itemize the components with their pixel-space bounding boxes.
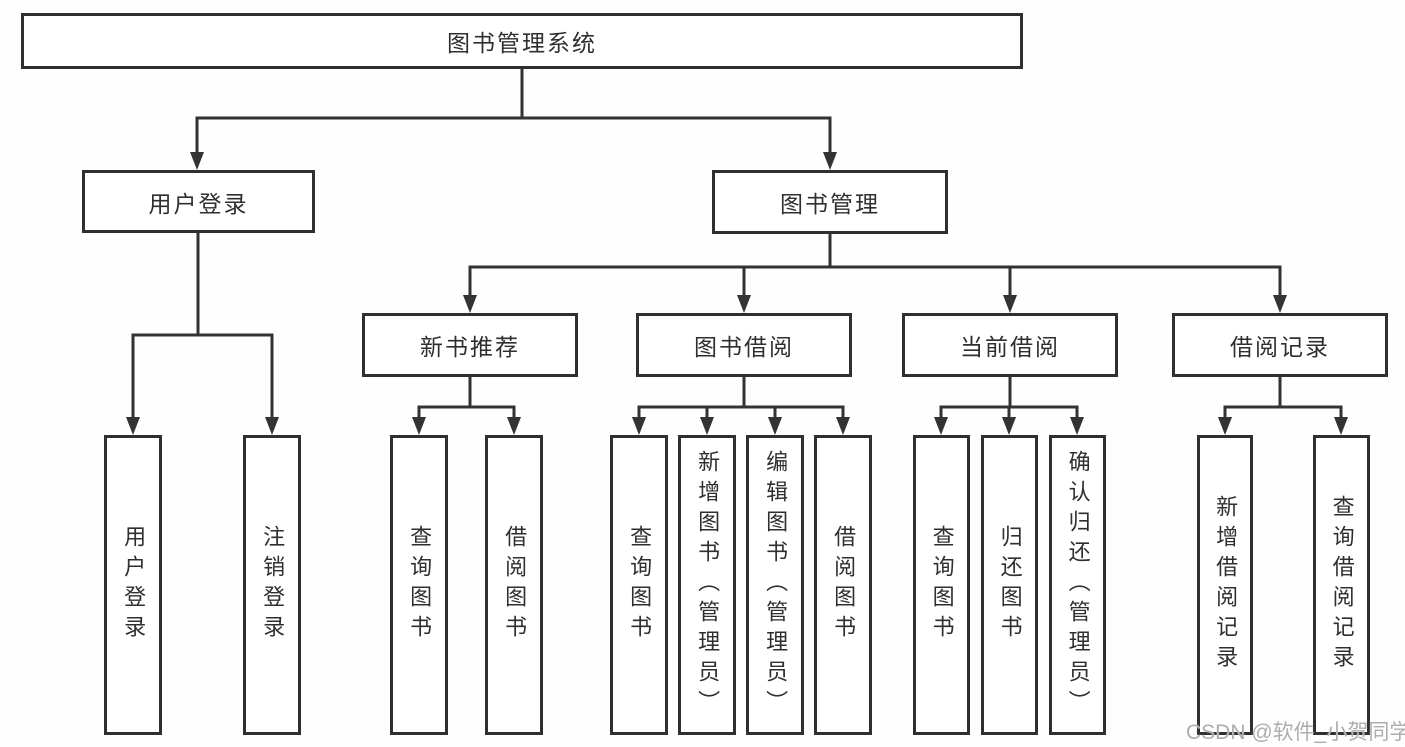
- node-leaf-return-books-label: 归还图书: [997, 525, 1023, 645]
- node-leaf-edit-books-label: 编辑图书（管理员）: [763, 450, 789, 720]
- node-leaf-add-books: 新增图书（管理员）: [678, 435, 736, 735]
- node-user-login: 用户登录: [82, 170, 315, 233]
- node-leaf-return-books: 归还图书: [981, 435, 1038, 735]
- arrowhead-confirm-return: [1070, 417, 1084, 435]
- arrowhead-borrow-books-rec: [507, 417, 521, 435]
- node-current-borrow-label: 当前借阅: [960, 334, 1060, 360]
- arrowhead-query-books-current: [934, 417, 948, 435]
- arrowhead-leaf-user-login: [126, 417, 140, 435]
- node-current-borrow: 当前借阅: [902, 313, 1118, 377]
- node-book-borrow-label: 图书借阅: [694, 334, 794, 360]
- arrowhead-book-borrow: [737, 295, 751, 313]
- arrowhead-edit-books: [768, 417, 782, 435]
- node-book-mgmt-label: 图书管理: [780, 191, 880, 217]
- node-root-label: 图书管理系统: [447, 30, 597, 56]
- arrowhead-borrow-books-borrow: [836, 417, 850, 435]
- edge-records-split: [1223, 405, 1343, 419]
- edge-borrow-split: [637, 405, 845, 419]
- arrowhead-current-borrow: [1003, 295, 1017, 313]
- arrowhead-add-books: [700, 417, 714, 435]
- node-leaf-borrow-books-rec: 借阅图书: [485, 435, 543, 735]
- node-book-mgmt: 图书管理: [712, 170, 948, 234]
- edge-root-split: [195, 116, 832, 153]
- node-leaf-query-books-rec: 查询图书: [390, 435, 448, 735]
- node-leaf-query-books-rec-label: 查询图书: [407, 525, 433, 645]
- node-leaf-logout-label: 注销登录: [260, 525, 286, 645]
- node-borrow-records-label: 借阅记录: [1230, 334, 1330, 360]
- node-root: 图书管理系统: [21, 13, 1023, 69]
- node-borrow-records: 借阅记录: [1172, 313, 1388, 377]
- node-new-book-rec-label: 新书推荐: [420, 334, 520, 360]
- arrowhead-query-books-borrow: [632, 417, 646, 435]
- watermark-text: CSDN @软件_小贺同学: [1186, 721, 1405, 744]
- arrowhead-add-record: [1218, 417, 1232, 435]
- node-leaf-query-books-current: 查询图书: [913, 435, 970, 735]
- arrowhead-new-book-rec: [463, 295, 477, 313]
- node-leaf-query-record: 查询借阅记录: [1313, 435, 1370, 735]
- arrowhead-book-mgmt: [823, 152, 837, 170]
- edge-mgmt-split: [468, 265, 1282, 296]
- edge-user-split: [131, 333, 274, 418]
- node-leaf-add-record: 新增借阅记录: [1197, 435, 1253, 735]
- node-leaf-query-books-borrow: 查询图书: [610, 435, 668, 735]
- node-leaf-borrow-books-rec-label: 借阅图书: [502, 525, 528, 645]
- node-leaf-borrow-books-borrow: 借阅图书: [814, 435, 872, 735]
- node-leaf-add-books-label: 新增图书（管理员）: [695, 450, 721, 720]
- node-leaf-query-record-label: 查询借阅记录: [1329, 495, 1355, 675]
- arrowhead-user-login: [190, 152, 204, 170]
- node-leaf-confirm-return: 确认归还（管理员）: [1049, 435, 1106, 735]
- node-leaf-query-books-borrow-label: 查询图书: [627, 525, 653, 645]
- node-new-book-rec: 新书推荐: [362, 313, 578, 377]
- arrowhead-borrow-records: [1273, 295, 1287, 313]
- node-leaf-user-login-label: 用户登录: [121, 525, 147, 645]
- arrowhead-leaf-logout: [265, 417, 279, 435]
- arrowhead-return-books: [1002, 417, 1016, 435]
- node-leaf-user-login: 用户登录: [104, 435, 162, 735]
- node-leaf-query-books-current-label: 查询图书: [929, 525, 955, 645]
- node-user-login-label: 用户登录: [148, 190, 249, 217]
- edge-rec-split: [417, 405, 516, 419]
- node-leaf-logout: 注销登录: [243, 435, 301, 735]
- node-leaf-borrow-books-borrow-label: 借阅图书: [831, 525, 857, 645]
- node-leaf-edit-books: 编辑图书（管理员）: [746, 435, 804, 735]
- arrowhead-query-books-rec: [412, 417, 426, 435]
- arrowhead-query-record: [1334, 417, 1348, 435]
- node-leaf-add-record-label: 新增借阅记录: [1213, 495, 1239, 675]
- node-book-borrow: 图书借阅: [636, 313, 852, 377]
- node-leaf-confirm-return-label: 确认归还（管理员）: [1065, 450, 1091, 720]
